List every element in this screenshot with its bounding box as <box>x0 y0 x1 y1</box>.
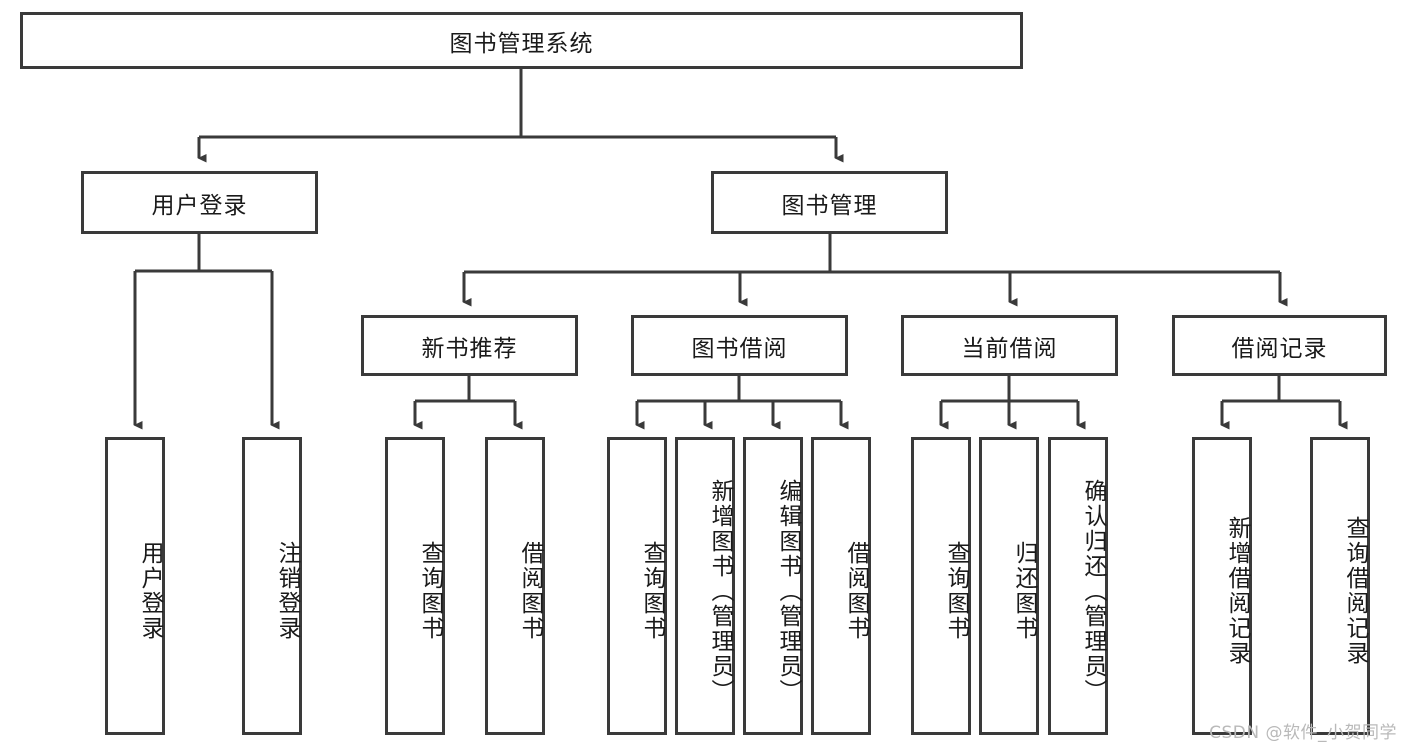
node-label: 新增图书（管理员） <box>707 478 733 704</box>
csdn-watermark: CSDN @软件_小贺同学 <box>1209 723 1397 743</box>
node-label: 查询图书 <box>639 541 665 641</box>
leaf-borrow-book-borrowing[interactable]: 借阅图书 <box>811 437 871 735</box>
node-borrowing-record[interactable]: 借阅记录 <box>1172 315 1387 376</box>
node-label: 图书管理 <box>781 192 878 219</box>
node-label: 借阅图书 <box>517 541 543 641</box>
leaf-logout[interactable]: 注销登录 <box>242 437 302 735</box>
node-label: 用户登录 <box>151 192 248 219</box>
node-label: 注销登录 <box>274 541 300 641</box>
node-user-login[interactable]: 用户登录 <box>81 171 318 234</box>
leaf-borrow-book-new-recommend[interactable]: 借阅图书 <box>485 437 545 735</box>
node-label: 借阅记录 <box>1231 335 1328 362</box>
node-label: 借阅图书 <box>843 541 869 641</box>
leaf-return-book[interactable]: 归还图书 <box>979 437 1039 735</box>
node-label: 查询图书 <box>417 541 443 641</box>
node-book-management[interactable]: 图书管理 <box>711 171 948 234</box>
leaf-query-book-borrowing[interactable]: 查询图书 <box>607 437 667 735</box>
node-label: 当前借阅 <box>961 335 1058 362</box>
node-label: 用户登录 <box>137 541 163 641</box>
leaf-query-borrow-record[interactable]: 查询借阅记录 <box>1310 437 1370 735</box>
node-label: 图书借阅 <box>691 335 788 362</box>
node-label: 新书推荐 <box>421 335 518 362</box>
node-label: 新增借阅记录 <box>1224 516 1250 666</box>
leaf-user-login[interactable]: 用户登录 <box>105 437 165 735</box>
node-label: 图书管理系统 <box>449 30 594 57</box>
leaf-add-borrow-record[interactable]: 新增借阅记录 <box>1192 437 1252 735</box>
node-label: 编辑图书（管理员） <box>775 478 801 704</box>
leaf-edit-book-admin[interactable]: 编辑图书（管理员） <box>743 437 803 735</box>
node-label: 归还图书 <box>1011 541 1037 641</box>
node-current-borrowing[interactable]: 当前借阅 <box>901 315 1118 376</box>
leaf-add-book-admin[interactable]: 新增图书（管理员） <box>675 437 735 735</box>
node-label: 查询图书 <box>943 541 969 641</box>
leaf-confirm-return-admin[interactable]: 确认归还（管理员） <box>1048 437 1108 735</box>
node-label: 查询借阅记录 <box>1342 516 1368 666</box>
node-root-book-management-system[interactable]: 图书管理系统 <box>20 12 1023 69</box>
node-label: 确认归还（管理员） <box>1080 478 1106 704</box>
node-new-book-recommendation[interactable]: 新书推荐 <box>361 315 578 376</box>
leaf-query-book-new-recommend[interactable]: 查询图书 <box>385 437 445 735</box>
node-book-borrowing[interactable]: 图书借阅 <box>631 315 848 376</box>
leaf-query-book-current[interactable]: 查询图书 <box>911 437 971 735</box>
